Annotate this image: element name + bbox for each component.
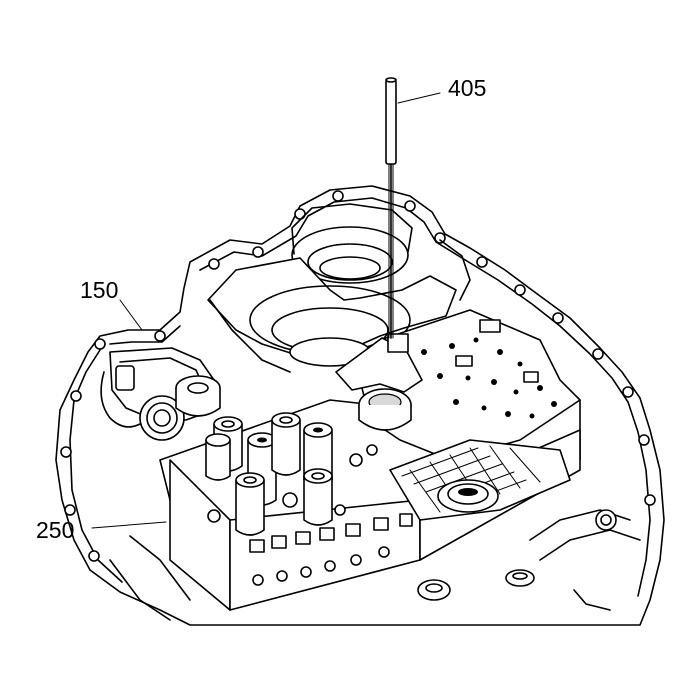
- callout-405: 405: [448, 75, 486, 101]
- solenoid: [235, 472, 265, 536]
- left-pocket: [100, 347, 221, 441]
- valve-body-ports: [249, 513, 413, 586]
- upper-bore: [207, 203, 471, 373]
- valve-body: [159, 309, 581, 611]
- callout-150: 150: [80, 277, 118, 303]
- solenoid: [303, 468, 333, 526]
- callout-250: 250: [36, 517, 74, 543]
- solenoid-cluster: [205, 412, 378, 536]
- solenoid: [271, 412, 301, 476]
- valve-body-pin: [385, 77, 397, 339]
- lower-case-details: [109, 509, 641, 621]
- leader-lines: [91, 92, 441, 529]
- filter-grid: [389, 439, 571, 521]
- solenoid: [205, 433, 231, 481]
- separator-plate-holes: [421, 319, 557, 419]
